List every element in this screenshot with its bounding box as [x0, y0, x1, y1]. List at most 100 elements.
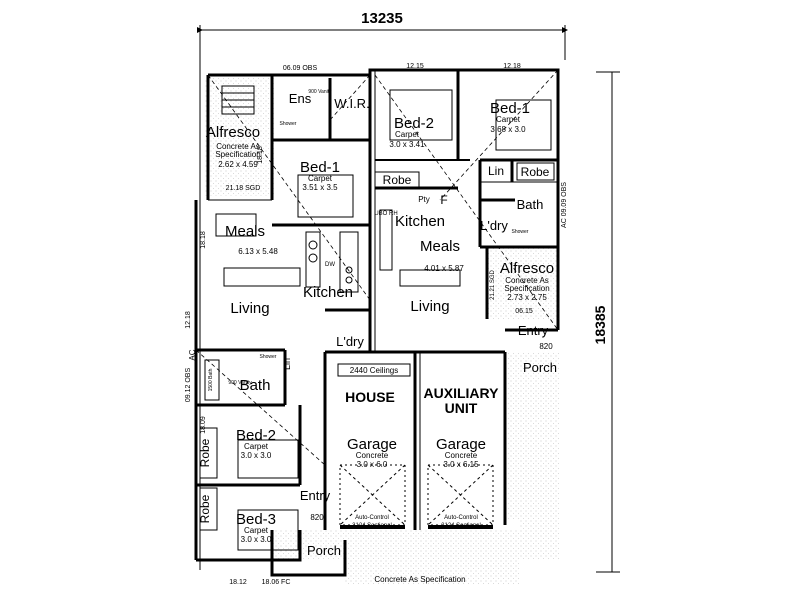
house-bed3-furniture	[237, 509, 299, 551]
house-linen-label: Lin	[282, 358, 292, 370]
svg-text:Bed-3: Bed-3	[236, 511, 276, 528]
svg-text:3.0 x 3.0: 3.0 x 3.0	[241, 451, 272, 460]
unit-bed1-furniture	[495, 99, 552, 151]
svg-text:3.68 x 3.0: 3.68 x 3.0	[490, 125, 526, 134]
house-tag: HOUSE	[345, 389, 395, 405]
svg-text:2124 Sectional: 2124 Sectional	[441, 523, 481, 529]
unit-ubo-label: UBO RH	[374, 211, 397, 217]
svg-text:Concrete: Concrete	[356, 451, 389, 460]
house-alfresco-name: Alfresco	[206, 124, 260, 141]
svg-text:12.18: 12.18	[503, 63, 521, 70]
house-bath-label: Bath	[240, 377, 271, 394]
svg-text:3.0 x 6.15: 3.0 x 6.15	[443, 460, 479, 469]
unit-bed1: Bed-1 Carpet 3.68 x 3.0	[490, 100, 530, 134]
unit-tag-line1: AUXILIARY	[424, 385, 500, 401]
unit-fridge-label: F	[440, 193, 447, 207]
svg-text:Bed-2: Bed-2	[394, 115, 434, 132]
svg-text:Meals: Meals	[420, 238, 460, 255]
svg-text:3.51 x 3.5: 3.51 x 3.5	[302, 183, 338, 192]
svg-text:Bed-2: Bed-2	[236, 427, 276, 444]
house-alfresco-hatch	[204, 78, 274, 196]
alfresco-table	[221, 85, 255, 115]
svg-text:18.12: 18.12	[229, 579, 247, 586]
wir-label: W.I.R.	[334, 96, 369, 111]
svg-text:Robe: Robe	[383, 173, 412, 187]
unit-robe-right	[516, 162, 555, 181]
svg-text:12.18: 12.18	[185, 311, 192, 329]
house-bed2: Bed-2 Carpet 3.0 x 3.0	[236, 427, 276, 460]
svg-text:900 Vanity: 900 Vanity	[228, 380, 252, 386]
svg-text:3.0 x 3.0: 3.0 x 3.0	[241, 535, 272, 544]
house-bed2-furniture	[237, 439, 299, 479]
interior-walls	[196, 70, 558, 530]
unit-alfresco-hatch	[487, 247, 559, 319]
house-kitchen-label: Kitchen	[303, 284, 353, 301]
svg-text:2.62 x 4.59: 2.62 x 4.59	[218, 160, 258, 169]
ceilings-note: 2440 Ceilings	[350, 366, 398, 375]
unit-linen-label: Lin	[488, 164, 504, 178]
svg-text:Carpet: Carpet	[496, 115, 521, 124]
unit-porch-label: Porch	[523, 360, 557, 375]
garage-doors	[339, 464, 494, 529]
unit-entry-door-size: 820	[539, 342, 553, 351]
svg-text:Shower: Shower	[260, 354, 277, 360]
house-bed1: Bed-1 Carpet 3.51 x 3.5	[300, 159, 340, 192]
svg-text:Alfresco: Alfresco	[500, 260, 554, 277]
overall-depth-label: 18385	[592, 305, 608, 344]
house-robe-2	[199, 487, 218, 531]
unit-pantry-label: Pty	[418, 195, 430, 204]
unit-meals: Meals 4.01 x 5.87	[420, 238, 464, 273]
unit-garage-door	[428, 525, 493, 529]
unit-living-label: Living	[410, 298, 449, 315]
unit-alfresco: Alfresco Concrete As Specification 2.73 …	[500, 260, 554, 302]
unit-kitchen-bench	[379, 209, 393, 271]
overall-depth-dimension: 18385	[592, 71, 620, 573]
svg-text:Carpet: Carpet	[244, 442, 269, 451]
ceilings-note-box	[337, 363, 411, 377]
overall-width-dimension: 13235	[197, 10, 568, 60]
dishwasher-label: DW	[325, 262, 335, 268]
unit-tag-line2: UNIT	[445, 400, 478, 416]
svg-text:3.0 x 6.0: 3.0 x 6.0	[357, 460, 388, 469]
svg-text:Robe: Robe	[521, 165, 550, 179]
svg-text:Robe: Robe	[198, 494, 212, 523]
svg-text:Bed-1: Bed-1	[300, 159, 340, 176]
front-driveway-hatch	[272, 530, 520, 585]
svg-text:Specification: Specification	[504, 284, 549, 293]
house-meals: Meals 6.13 x 5.48	[225, 223, 278, 256]
house-garage: Garage Concrete 3.0 x 6.0 Auto-Control 2…	[347, 436, 397, 529]
svg-text:AC 09.09 OBS: AC 09.09 OBS	[561, 182, 568, 228]
svg-text:Bed-1: Bed-1	[490, 100, 530, 117]
unit-laundry-label: L'dry	[480, 218, 508, 233]
svg-text:12.15: 12.15	[406, 63, 424, 70]
svg-text:2124 Sectional: 2124 Sectional	[352, 523, 392, 529]
unit-robe-left	[374, 171, 420, 188]
unit-bed2: Bed-2 Carpet 3.0 x 3.41	[389, 115, 434, 149]
house-bed3: Bed-3 Carpet 3.0 x 3.0	[236, 511, 276, 544]
ensuite-shower-label: Shower	[280, 121, 297, 127]
svg-text:21.21 SGD: 21.21 SGD	[490, 269, 496, 299]
svg-text:3.0 x 3.41: 3.0 x 3.41	[389, 140, 425, 149]
house-living-label: Living	[230, 300, 269, 317]
svg-text:09.12 OBS: 09.12 OBS	[185, 368, 192, 403]
site-concrete-note: Concrete As Specification	[374, 575, 465, 584]
svg-text:4.01 x 5.87: 4.01 x 5.87	[424, 264, 464, 273]
house-alfresco: Alfresco Concrete As Specification 2.62 …	[206, 124, 261, 169]
unit-bed2-furniture	[389, 89, 453, 141]
svg-text:Auto-Control: Auto-Control	[355, 515, 389, 521]
bath-tub	[204, 359, 220, 401]
svg-text:18.18: 18.18	[200, 231, 207, 249]
house-porch-label: Porch	[307, 543, 341, 558]
svg-text:Meals: Meals	[225, 223, 265, 240]
roof-lines	[195, 69, 559, 466]
house-entry-door-size: 820	[310, 513, 324, 522]
svg-text:21.18 SGD: 21.18 SGD	[226, 185, 261, 192]
overall-width-label: 13235	[361, 10, 403, 27]
svg-text:Carpet: Carpet	[244, 526, 269, 535]
house-entry-label: Entry	[300, 488, 331, 503]
unit-dimensions: 12.15 12.18 AC 09.09 OBS 21.21 SGD 06.15	[406, 63, 568, 315]
svg-text:Concrete: Concrete	[445, 451, 478, 460]
unit-bath-label: Bath	[517, 197, 544, 212]
svg-text:Specification: Specification	[215, 150, 260, 159]
unit-garage: Garage Concrete 3.0 x 6.15 Auto-Control …	[436, 436, 486, 529]
